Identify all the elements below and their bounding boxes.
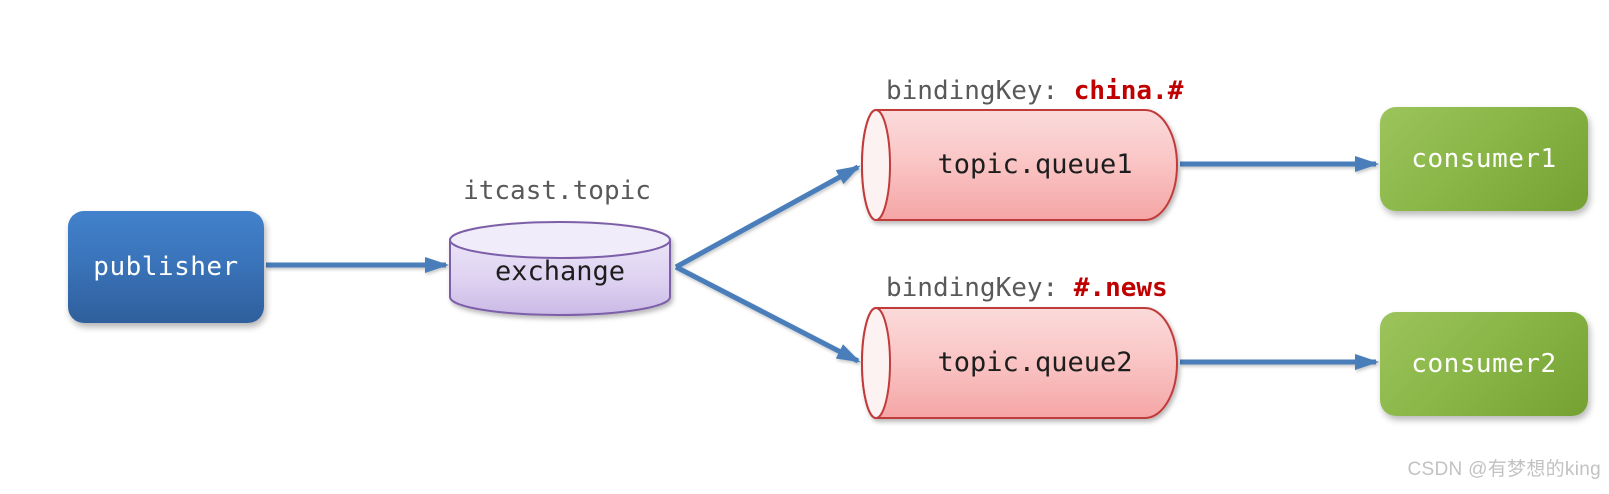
- exchange-cylinder-top: [449, 221, 671, 259]
- exchange-cylinder: [449, 221, 671, 316]
- queue1-label-text: topic.queue1: [937, 148, 1133, 180]
- queue2-binding-key-value: #.news: [1073, 273, 1168, 303]
- queue2-cylinder: [861, 307, 1178, 419]
- queue1-binding-key: bindingKey: china.#: [886, 76, 1184, 106]
- exchange-cylinder-body: [449, 239, 671, 316]
- exchange-label: exchange: [450, 255, 670, 287]
- publisher-label: publisher: [93, 252, 239, 282]
- queue1-cylinder: [861, 109, 1178, 221]
- exchange-title: itcast.topic: [407, 176, 707, 206]
- queue1-cylinder-face: [861, 109, 891, 221]
- consumer2-label: consumer2: [1411, 349, 1557, 379]
- queue1-label: topic.queue1: [900, 148, 1170, 180]
- queue2-binding-key: bindingKey: #.news: [886, 273, 1168, 303]
- queue2-label-text: topic.queue2: [937, 346, 1133, 378]
- queue1-binding-key-prefix: bindingKey:: [886, 76, 1059, 106]
- arrow-exchange-to-queue2: [674, 264, 861, 364]
- queue1-binding-key-value: china.#: [1073, 76, 1184, 106]
- queue2-cylinder-face: [861, 307, 891, 419]
- publisher-node: publisher: [68, 211, 264, 323]
- consumer1-label: consumer1: [1411, 144, 1557, 174]
- consumer2-node: consumer2: [1380, 312, 1588, 416]
- consumer1-node: consumer1: [1380, 107, 1588, 211]
- queue2-binding-key-prefix: bindingKey:: [886, 273, 1059, 303]
- arrow-exchange-to-queue1: [674, 164, 861, 270]
- exchange-label-text: exchange: [494, 255, 626, 287]
- exchange-title-text: itcast.topic: [463, 176, 651, 206]
- csdn-watermark: CSDN @有梦想的king: [1407, 459, 1601, 480]
- arrows-group: [266, 156, 1379, 370]
- queue2-label: topic.queue2: [900, 346, 1170, 378]
